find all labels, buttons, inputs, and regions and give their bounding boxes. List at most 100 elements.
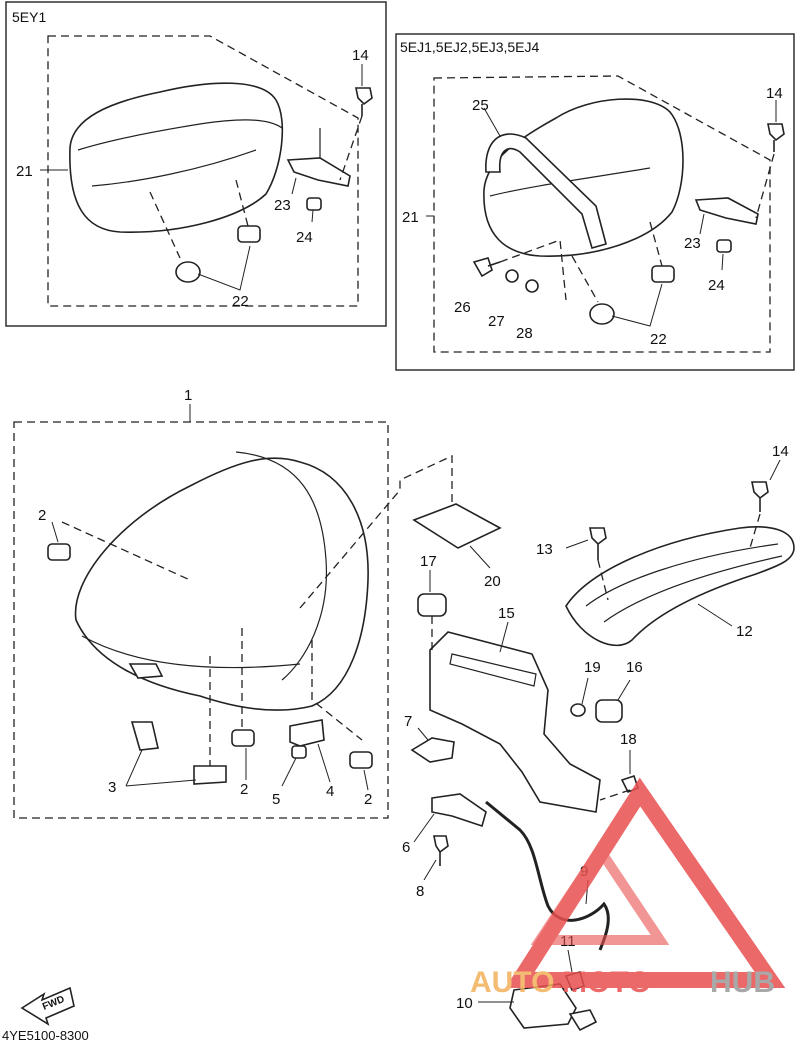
panel-5ej-models: 5EJ1,5EJ2,5EJ3,5EJ4 (400, 39, 540, 55)
callout-14-main: 14 (772, 443, 789, 460)
callout-17: 17 (420, 553, 437, 570)
watermark-triangle-icon (505, 777, 786, 988)
leader-11 (567, 949, 573, 973)
damper-22-right-a (589, 303, 615, 325)
seat-21-group-outline (47, 35, 359, 307)
callout-8: 8 (416, 883, 424, 900)
callout-14-right: 14 (766, 85, 783, 102)
panel-5ey1: 5EY1 21 22 23 24 14 (5, 1, 387, 327)
bolt-13-guide (597, 559, 609, 601)
seat-21-right (483, 98, 684, 257)
nut-24-left (306, 197, 322, 211)
seat-21-left-edge (91, 149, 257, 187)
damper-22-right-guide-b (649, 221, 663, 267)
callout-15: 15 (498, 605, 515, 622)
callout-21-right: 21 (402, 209, 419, 226)
callout-2-b: 2 (240, 781, 248, 798)
callout-1: 1 (184, 387, 192, 404)
washer-28 (525, 279, 539, 293)
pad-20-guide (299, 454, 453, 609)
callout-22-right: 22 (650, 331, 667, 348)
carrier-12-rail-a (585, 543, 779, 607)
carrier-12 (565, 526, 795, 647)
callout-19: 19 (584, 659, 601, 676)
leader-6 (413, 813, 435, 843)
bolt-26 (472, 257, 501, 278)
callout-5: 5 (272, 791, 280, 808)
seat-1-lower-edge (81, 635, 301, 669)
callout-4: 4 (326, 783, 334, 800)
leader-24-right (721, 253, 724, 271)
seat-21-left-crease (77, 119, 283, 151)
damper-2-guide-a (61, 521, 191, 581)
damper-2-b (231, 729, 255, 747)
callout-16: 16 (626, 659, 643, 676)
pad-20 (412, 503, 502, 549)
callout-18: 18 (620, 731, 637, 748)
nut-24-right (716, 239, 732, 253)
callout-12: 12 (736, 623, 753, 640)
bolt-8 (433, 835, 449, 866)
fwd-indicator: FWD (20, 986, 75, 1026)
leader-20 (469, 545, 491, 569)
leader-23-left (291, 177, 297, 195)
grommet-17 (417, 593, 447, 617)
bracket-6 (431, 793, 487, 828)
seat-1-back-edge (235, 451, 328, 681)
leader-8 (423, 859, 437, 881)
damper-2-a (47, 543, 71, 561)
bolt-18-guide (599, 789, 631, 801)
callout-28: 28 (516, 325, 533, 342)
seat-21-left (69, 82, 284, 233)
damper-22-left-a (175, 261, 201, 283)
callout-14-left: 14 (352, 47, 369, 64)
bolt-14-main (751, 481, 769, 512)
callout-27: 27 (488, 313, 505, 330)
callout-23-right: 23 (684, 235, 701, 252)
callout-20: 20 (484, 573, 501, 590)
clip-3-b (193, 765, 227, 785)
leader-24-left (311, 209, 314, 223)
nut-5 (291, 745, 307, 759)
grommet-16 (595, 699, 623, 723)
bracket-4 (289, 719, 325, 747)
callout-22-left: 22 (232, 293, 249, 310)
seat-1-hook (128, 663, 164, 679)
seat-assembly-1: 1 2 2 2 3 4 5 (13, 387, 389, 819)
leader-5 (281, 757, 297, 787)
leader-16 (617, 679, 631, 701)
callout-7: 7 (404, 713, 412, 730)
leader-13 (565, 539, 589, 549)
leader-4 (317, 743, 331, 783)
bolt-14-main-guide (749, 513, 761, 549)
leader-2-a (51, 521, 59, 543)
callout-2-c: 2 (364, 791, 372, 808)
damper-22-right-b (651, 265, 675, 283)
damper-22-guide-b (235, 179, 249, 227)
plate-15-slot (449, 653, 537, 687)
bolt-14-right (767, 123, 785, 152)
leader-23-right (699, 213, 705, 235)
callout-10: 10 (456, 995, 473, 1012)
watermark-inner-triangle-icon (530, 840, 670, 945)
panel-5ey1-model: 5EY1 (12, 9, 46, 25)
seat-1-group-outline (13, 421, 389, 819)
leader-19 (581, 677, 589, 705)
callout-25: 25 (472, 97, 489, 114)
leader-7 (417, 727, 429, 741)
callout-2-a: 2 (38, 507, 46, 524)
leader-2-c (363, 769, 369, 791)
bolt-14-right-guide (755, 153, 775, 219)
grab-bar-25 (485, 133, 607, 249)
callout-24-right: 24 (708, 277, 725, 294)
carrier-12-rail-b (603, 555, 783, 623)
diagram-code: 4YE5100-8300 (2, 1028, 89, 1043)
leader-14-main (769, 459, 781, 481)
washer-27 (505, 269, 519, 283)
fwd-arrow-icon (20, 986, 75, 1026)
leader-3 (125, 749, 197, 787)
callout-6: 6 (402, 839, 410, 856)
damper-2-c (349, 751, 373, 769)
callout-13: 13 (536, 541, 553, 558)
